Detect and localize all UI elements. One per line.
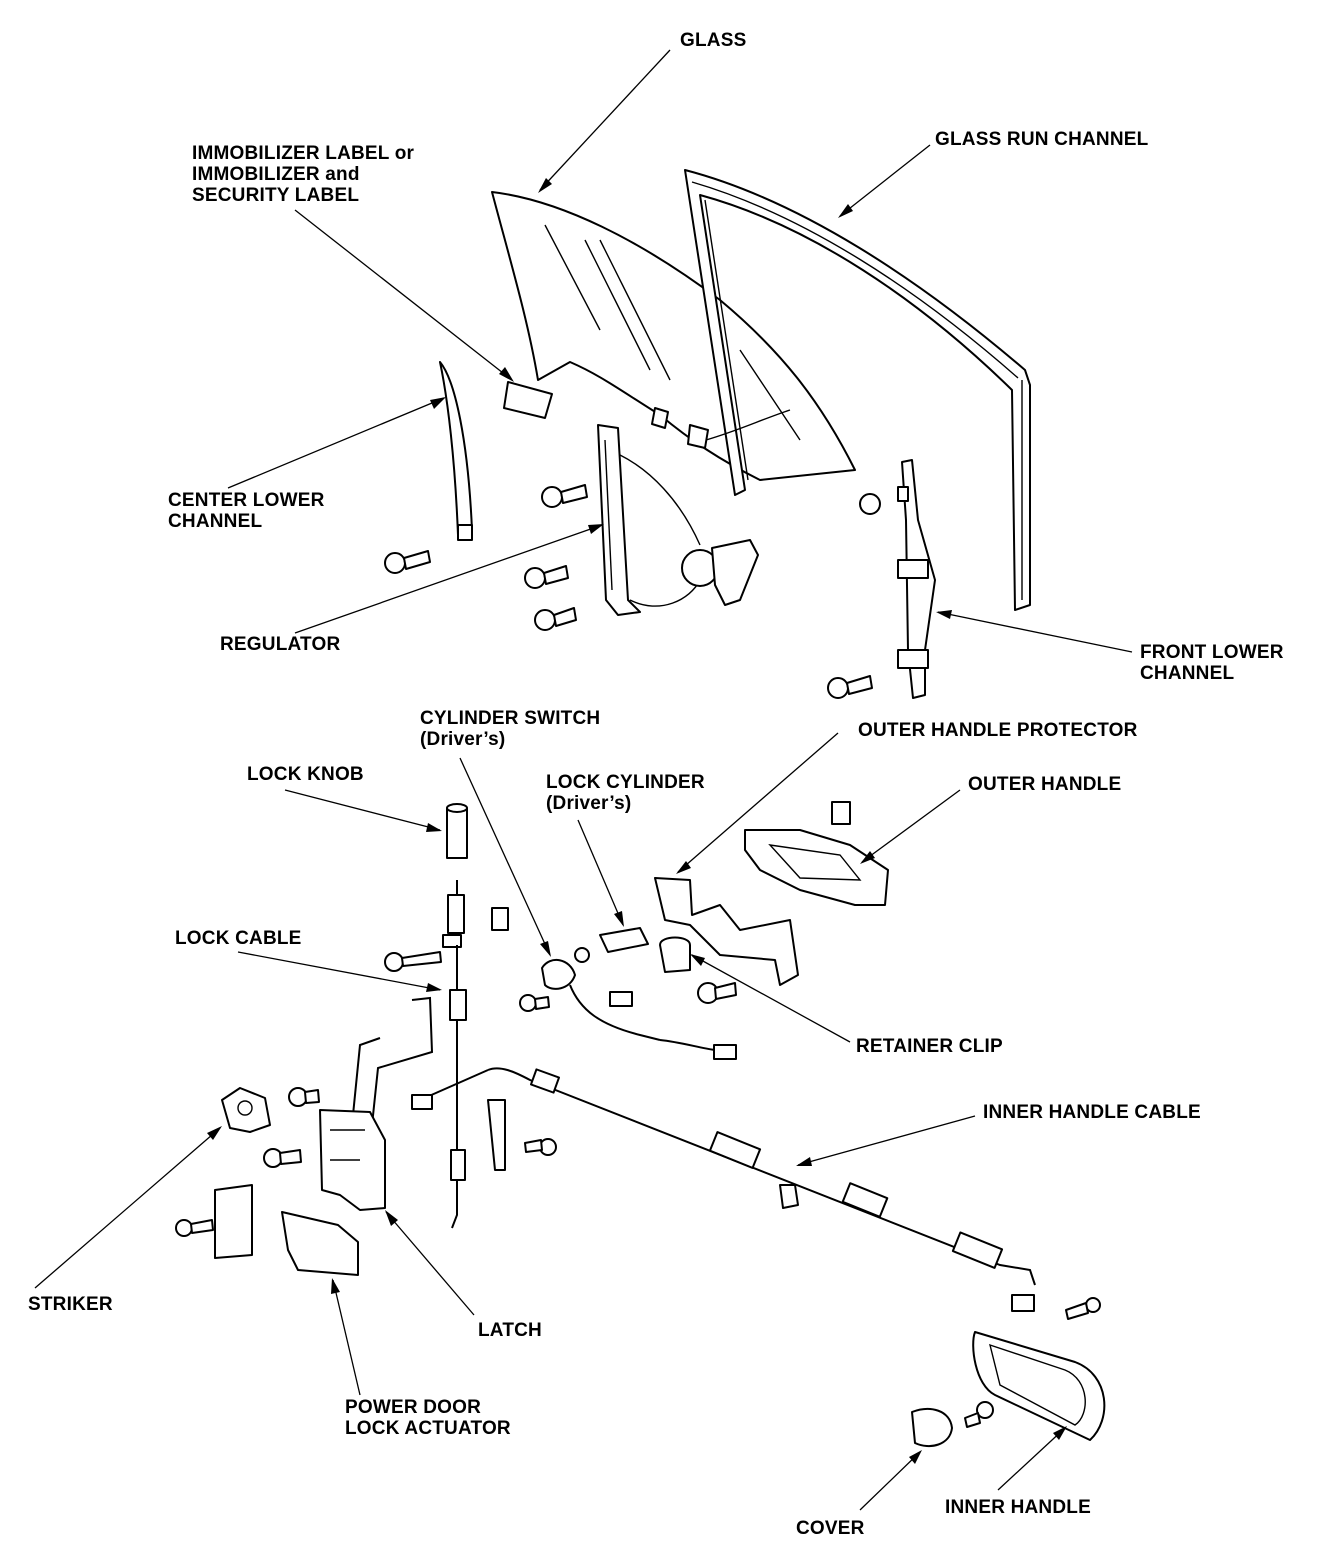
label-inner-handle-cable: INNER HANDLE CABLE [983, 1102, 1201, 1123]
regulator-bolts [384, 484, 588, 631]
label-outer-handle: OUTER HANDLE [968, 774, 1121, 795]
label-cover: COVER [796, 1518, 865, 1539]
outer-handle-protector-part [654, 877, 799, 1004]
inner-handle-cable-part [411, 1067, 1036, 1286]
label-center-lower-channel-line1: CENTER LOWER [168, 490, 325, 511]
power-door-lock-actuator-part [175, 1184, 359, 1276]
label-immobilizer-line3: SECURITY LABEL [192, 185, 360, 206]
label-lock-cable-text: LOCK CABLE [175, 928, 302, 949]
label-retainer-clip-text: RETAINER CLIP [856, 1036, 1003, 1057]
label-cylinder-switch-line2: (Driver’s) [420, 729, 506, 750]
striker-part [221, 1087, 271, 1133]
label-glass-run-channel-text: GLASS RUN CHANNEL [935, 129, 1149, 150]
label-latch-text: LATCH [478, 1320, 542, 1341]
label-cover-text: COVER [796, 1518, 865, 1539]
lock-cable-part [384, 880, 509, 1229]
leader-lines [34, 49, 1133, 1511]
regulator-part [597, 407, 791, 616]
label-lock-cylinder-line2: (Driver’s) [546, 793, 632, 814]
label-center-lower-channel-line2: CHANNEL [168, 511, 263, 532]
cylinder-switch-part [519, 959, 737, 1060]
label-lock-knob-text: LOCK KNOB [247, 764, 364, 785]
latch-part [263, 1087, 386, 1211]
inner-handle-part [964, 1294, 1106, 1441]
label-striker-text: STRIKER [28, 1294, 113, 1315]
label-immobilizer-label: IMMOBILIZER LABEL or IMMOBILIZER and SEC… [192, 143, 414, 206]
label-lock-cable: LOCK CABLE [175, 928, 302, 949]
label-front-lower-channel-line1: FRONT LOWER [1140, 642, 1284, 663]
lock-cylinder-part [574, 927, 649, 963]
label-latch: LATCH [478, 1320, 542, 1341]
label-lock-cylinder-line1: LOCK CYLINDER [546, 772, 705, 793]
label-outer-handle-protector-text: OUTER HANDLE PROTECTOR [858, 720, 1138, 741]
glass-run-channel-part [684, 169, 1031, 611]
label-lock-knob: LOCK KNOB [247, 764, 364, 785]
label-power-door-lock-actuator-line1: POWER DOOR [345, 1397, 482, 1418]
label-striker: STRIKER [28, 1294, 113, 1315]
glass-part [491, 191, 856, 481]
label-regulator: REGULATOR [220, 634, 340, 655]
label-front-lower-channel-line2: CHANNEL [1140, 663, 1235, 684]
label-glass: GLASS [680, 30, 746, 51]
label-immobilizer-line1: IMMOBILIZER LABEL or [192, 143, 415, 164]
latch-rods [351, 996, 434, 1126]
label-retainer-clip: RETAINER CLIP [856, 1036, 1003, 1057]
label-regulator-text: REGULATOR [220, 634, 341, 655]
label-power-door-lock-actuator-line2: LOCK ACTUATOR [345, 1418, 511, 1439]
label-center-lower-channel: CENTER LOWER CHANNEL [168, 490, 325, 532]
label-cylinder-switch: CYLINDER SWITCH (Driver’s) [420, 708, 600, 750]
immobilizer-label-part [503, 381, 553, 419]
front-lower-channel-part [827, 459, 936, 699]
label-power-door-lock-actuator: POWER DOOR LOCK ACTUATOR [345, 1397, 511, 1439]
label-outer-handle-protector: OUTER HANDLE PROTECTOR [858, 720, 1138, 741]
label-cylinder-switch-line1: CYLINDER SWITCH [420, 708, 601, 729]
label-inner-handle: INNER HANDLE [945, 1497, 1091, 1518]
cover-part [911, 1408, 953, 1447]
label-outer-handle-text: OUTER HANDLE [968, 774, 1122, 795]
label-glass-text: GLASS [680, 30, 747, 51]
outer-handle-part [744, 801, 889, 906]
label-immobilizer-line2: IMMOBILIZER and [192, 164, 360, 185]
label-lock-cylinder: LOCK CYLINDER (Driver’s) [546, 772, 705, 814]
label-inner-handle-cable-text: INNER HANDLE CABLE [983, 1102, 1201, 1123]
lock-knob-part [446, 803, 468, 859]
center-lower-channel-part [439, 361, 473, 541]
label-inner-handle-text: INNER HANDLE [945, 1497, 1091, 1518]
label-glass-run-channel: GLASS RUN CHANNEL [935, 129, 1148, 150]
label-front-lower-channel: FRONT LOWER CHANNEL [1140, 642, 1284, 684]
